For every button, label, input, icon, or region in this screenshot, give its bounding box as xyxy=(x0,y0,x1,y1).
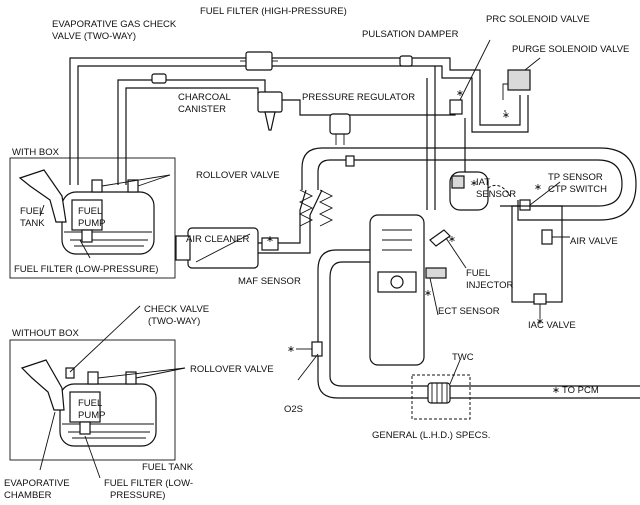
label-fuel-injector-1: FUEL xyxy=(466,268,490,279)
label-evap-chamber-1: EVAPORATIVE xyxy=(4,478,70,489)
iac-air-valve-assembly xyxy=(511,205,570,318)
ect-sensor xyxy=(425,267,447,279)
label-ect-sensor: ECT SENSOR xyxy=(438,306,500,317)
label-iac-valve: IAC VALVE xyxy=(528,320,576,331)
label-air-valve: AIR VALVE xyxy=(570,236,618,247)
label-iat-1: IAT xyxy=(476,177,490,188)
label-evap-check-valve-1: EVAPORATIVE GAS CHECK xyxy=(52,19,177,30)
label-fuel-pump-2b: PUMP xyxy=(78,410,105,421)
label-fuel-filter-low-1: FUEL FILTER (LOW-PRESSURE) xyxy=(14,264,158,275)
fuel-tank-with-box xyxy=(18,169,155,255)
with-box-frame xyxy=(9,157,176,279)
label-purge-solenoid: PURGE SOLENOID VALVE xyxy=(512,44,629,55)
charcoal-canister xyxy=(257,91,283,131)
label-with-box: WITH BOX xyxy=(12,147,60,158)
label-evap-check-valve-2: VALVE (TWO-WAY) xyxy=(52,31,136,42)
label-fuel-pump-1a: FUEL xyxy=(78,206,102,217)
label-rollover-valve-1: ROLLOVER VALVE xyxy=(196,170,280,181)
svg-text:∗: ∗ xyxy=(266,234,274,245)
label-twc: TWC xyxy=(452,352,474,363)
fuel-injector xyxy=(429,229,467,269)
label-fuel-injector-2: INJECTOR xyxy=(466,280,513,291)
svg-text:∗: ∗ xyxy=(534,182,542,193)
intake-duct-loop xyxy=(301,147,637,221)
svg-text:∗: ∗ xyxy=(470,178,478,189)
label-check-valve-2: (TWO-WAY) xyxy=(148,316,200,327)
fuel-supply-lines xyxy=(69,57,529,210)
label-pressure-regulator: PRESSURE REGULATOR xyxy=(302,92,415,103)
svg-text:∗: ∗ xyxy=(502,110,510,121)
tp-sensor xyxy=(519,199,531,211)
label-fuel-tank-1b: TANK xyxy=(20,218,45,229)
label-general-specs: GENERAL (L.H.D.) SPECS. xyxy=(372,430,490,441)
label-evap-chamber-2: CHAMBER xyxy=(4,490,52,501)
general-specs-box xyxy=(411,374,471,420)
label-tp-sensor-2: CTP SWITCH xyxy=(548,184,607,195)
air-cleaner xyxy=(175,227,259,269)
exhaust-pipe xyxy=(317,249,640,399)
svg-text:∗: ∗ xyxy=(536,316,544,327)
label-rollover-valve-2: ROLLOVER VALVE xyxy=(190,364,274,375)
label-tp-sensor-1: TP SENSOR xyxy=(548,172,603,183)
label-fuel-pump-2a: FUEL xyxy=(78,398,102,409)
fuel-tank-without-box xyxy=(20,359,157,447)
label-charcoal-1: CHARCOAL xyxy=(178,92,231,103)
maf-sensor xyxy=(261,237,279,251)
label-check-valve-1: CHECK VALVE xyxy=(144,304,209,315)
pressure-regulator xyxy=(329,113,351,145)
without-box-frame xyxy=(9,339,176,461)
label-fuel-filter-low-2a: FUEL FILTER (LOW- xyxy=(104,478,193,489)
fuel-filter-high-pressure xyxy=(240,51,278,71)
label-maf-sensor: MAF SENSOR xyxy=(238,276,301,287)
label-to-pcm: TO PCM xyxy=(562,385,599,396)
label-iat-2: SENSOR xyxy=(476,189,516,200)
label-charcoal-2: CANISTER xyxy=(178,104,226,115)
label-pulsation-damper: PULSATION DAMPER xyxy=(362,29,459,40)
o2-sensor xyxy=(311,341,323,357)
throttle-body xyxy=(449,171,511,211)
label-fuel-filter-high: FUEL FILTER (HIGH-PRESSURE) xyxy=(200,6,347,17)
svg-text:∗: ∗ xyxy=(448,234,456,245)
label-fuel-filter-low-2b: PRESSURE) xyxy=(110,490,165,501)
label-air-cleaner: AIR CLEANER xyxy=(186,234,249,245)
intake-bellows xyxy=(298,189,334,227)
label-fuel-tank-2: FUEL TANK xyxy=(142,462,194,473)
evap-gas-check-valve xyxy=(151,73,167,84)
label-to-pcm-mark: ∗ xyxy=(552,385,560,396)
engine-cylinder xyxy=(369,214,425,366)
twc-converter xyxy=(427,382,451,404)
label-prc-solenoid: PRC SOLENOID VALVE xyxy=(486,14,590,25)
pulsation-damper xyxy=(399,55,413,67)
label-o2s: O2S xyxy=(284,404,303,415)
pcm-markers: ∗ ∗ ∗ ∗ ∗ ∗ ∗ ∗ ∗ xyxy=(266,88,544,355)
label-without-box: WITHOUT BOX xyxy=(12,328,80,339)
prc-solenoid-valve xyxy=(449,39,491,115)
svg-text:∗: ∗ xyxy=(287,344,295,355)
label-fuel-tank-1a: FUEL xyxy=(20,206,44,217)
purge-solenoid-valve xyxy=(502,57,541,112)
svg-text:∗: ∗ xyxy=(424,288,432,299)
label-fuel-pump-1b: PUMP xyxy=(78,218,105,229)
svg-text:∗: ∗ xyxy=(456,88,464,99)
